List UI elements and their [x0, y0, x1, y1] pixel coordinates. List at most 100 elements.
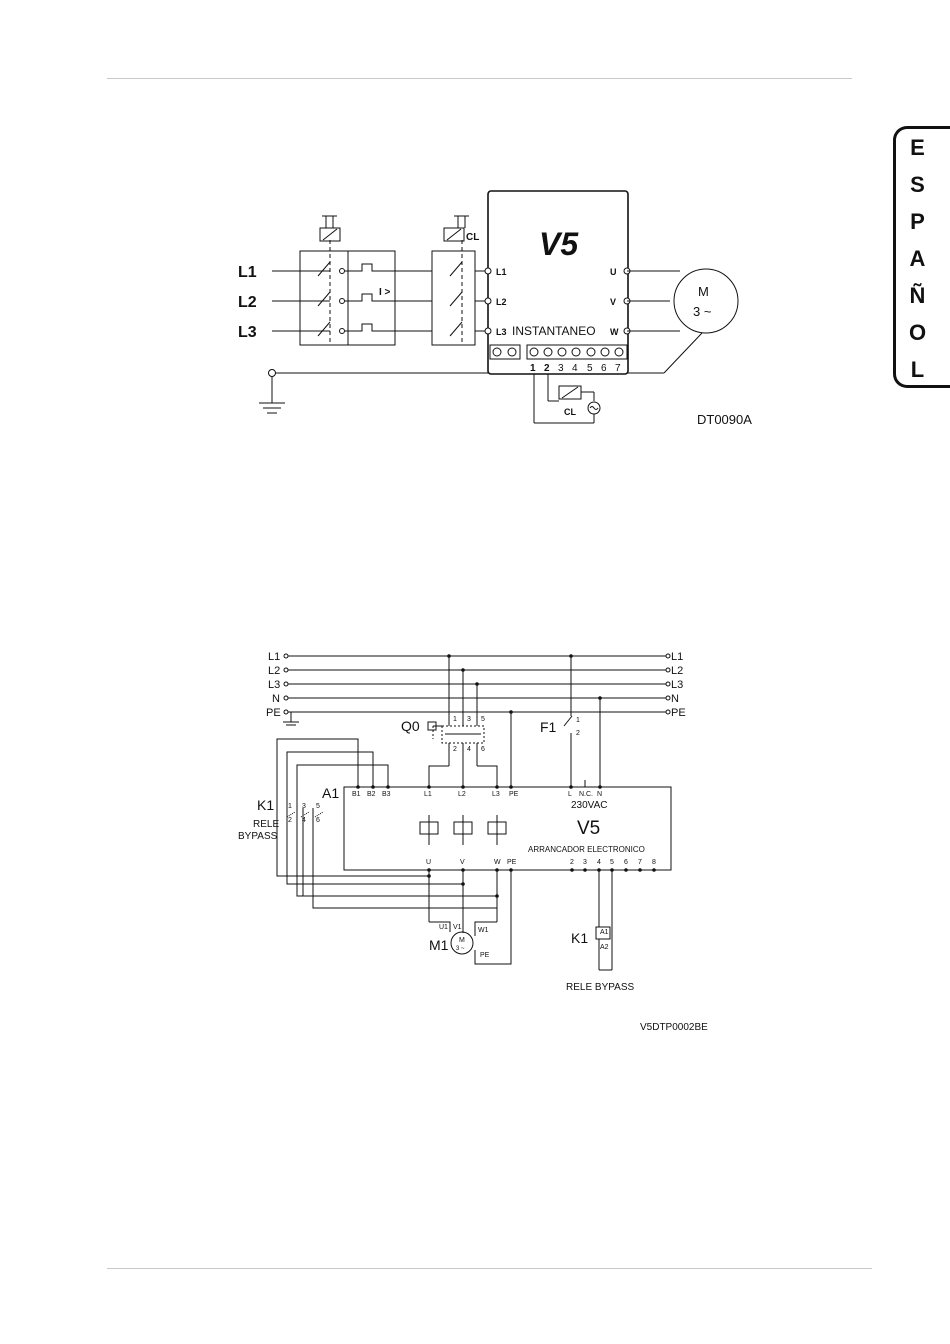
control-terminal: 5	[587, 363, 593, 374]
motor-symbol: M	[459, 937, 465, 944]
bus-left-l1: L1	[268, 651, 280, 663]
motor-phase-2: 3 ~	[456, 946, 465, 952]
line-label-l3: L3	[238, 324, 257, 341]
mode-label: INSTANTANEO	[512, 324, 596, 338]
terminal-l2: L2	[496, 297, 507, 307]
k1-pin: 5	[316, 803, 320, 810]
header-rule	[107, 78, 852, 79]
out-term: PE	[507, 859, 517, 866]
motor-term: PE	[480, 952, 490, 959]
coil-label: CL	[564, 407, 576, 417]
bus-left-l2: L2	[268, 665, 280, 677]
terminal-w: W	[610, 327, 619, 337]
a1-term: B1	[352, 791, 361, 798]
control-terminal: 4	[572, 363, 578, 374]
q0-pin: 1	[453, 716, 457, 723]
a1-term: N	[597, 791, 602, 798]
f1-label: F1	[540, 719, 557, 735]
k1-pin: 2	[288, 817, 292, 824]
bus-left-l3: L3	[268, 679, 280, 691]
k1-label: K1	[257, 797, 274, 813]
language-tab-letter: O	[908, 320, 927, 345]
motor-term: U1	[439, 924, 448, 931]
k1-desc: RELE	[253, 819, 279, 830]
a1-term: L3	[492, 791, 500, 798]
coil-pin: A1	[600, 929, 609, 936]
terminal-u: U	[610, 267, 617, 277]
bus-left-n: N	[272, 693, 280, 705]
a1-term: PE	[509, 791, 519, 798]
control-terminal: 7	[615, 363, 621, 374]
language-tab-letter: P	[910, 209, 925, 234]
line-label-l1: L1	[238, 264, 257, 281]
k1-pin: 3	[302, 803, 306, 810]
bus-right-l2: L2	[671, 665, 683, 677]
language-tab-letter: Ñ	[909, 283, 926, 308]
m1-label: M1	[429, 937, 449, 953]
a1-term: L2	[458, 791, 466, 798]
k1-pin: 6	[316, 817, 320, 824]
language-tab-letter: E	[910, 135, 925, 160]
k1-desc: BYPASS	[238, 831, 278, 842]
supply-label: 230VAC	[571, 800, 608, 811]
language-tab: E S P A Ñ O L	[893, 126, 950, 388]
line-label-l2: L2	[238, 294, 257, 311]
motor-phase: 3 ~	[693, 304, 712, 319]
terminal-v: V	[610, 297, 616, 307]
control-terminal: 2	[544, 363, 550, 374]
control-terminal: 1	[530, 363, 536, 374]
contactor-label: CL	[466, 232, 479, 243]
a1-term: L	[568, 791, 572, 798]
ctrl-term: 4	[597, 859, 601, 866]
bus-left-pe: PE	[266, 707, 281, 719]
f1-pin: 2	[576, 730, 580, 737]
terminal-l3: L3	[496, 327, 507, 337]
device-title: V5	[539, 226, 579, 262]
coil-pin: A2	[600, 944, 609, 951]
out-term: W	[494, 859, 501, 866]
ctrl-term: 5	[610, 859, 614, 866]
a1-term: B2	[367, 791, 376, 798]
coil-k1-label: K1	[571, 930, 588, 946]
motor-label: M	[698, 284, 709, 299]
q0-pin: 4	[467, 746, 471, 753]
language-tab-letter: A	[909, 246, 926, 271]
bus-right-n: N	[671, 693, 679, 705]
coil-description: RELE BYPASS	[566, 982, 635, 993]
motor-term: W1	[478, 927, 489, 934]
a1-term: N.C.	[579, 791, 593, 798]
q0-label: Q0	[401, 718, 420, 734]
bus-right-l3: L3	[671, 679, 683, 691]
a1-term: L1	[424, 791, 432, 798]
q0-pin: 6	[481, 746, 485, 753]
ctrl-term: 7	[638, 859, 642, 866]
drawing-code-1: DT0090A	[697, 412, 752, 427]
language-tab-letter: S	[910, 172, 925, 197]
ctrl-term: 3	[583, 859, 587, 866]
drawing-code-2: V5DTP0002BE	[640, 1022, 708, 1033]
k1-pin: 1	[288, 803, 292, 810]
motor-term: V1	[453, 924, 462, 931]
device-v5: V5	[577, 818, 600, 839]
control-terminal: 3	[558, 363, 564, 374]
bus-right-l1: L1	[671, 651, 683, 663]
language-tab-letter: L	[910, 357, 925, 382]
k1-pin: 4	[302, 817, 306, 824]
footer-rule	[107, 1268, 872, 1269]
out-term: U	[426, 859, 431, 866]
control-terminal: 6	[601, 363, 607, 374]
q0-pin: 3	[467, 716, 471, 723]
a1-term: B3	[382, 791, 391, 798]
out-term: V	[460, 859, 465, 866]
q0-pin: 2	[453, 746, 457, 753]
f1-pin: 1	[576, 717, 580, 724]
ctrl-term: 8	[652, 859, 656, 866]
overload-label: I >	[379, 287, 391, 298]
ctrl-term: 2	[570, 859, 574, 866]
device-description: ARRANCADOR ELECTRONICO	[528, 845, 645, 854]
bus-right-pe: PE	[671, 707, 686, 719]
terminal-l1: L1	[496, 267, 507, 277]
ctrl-term: 6	[624, 859, 628, 866]
